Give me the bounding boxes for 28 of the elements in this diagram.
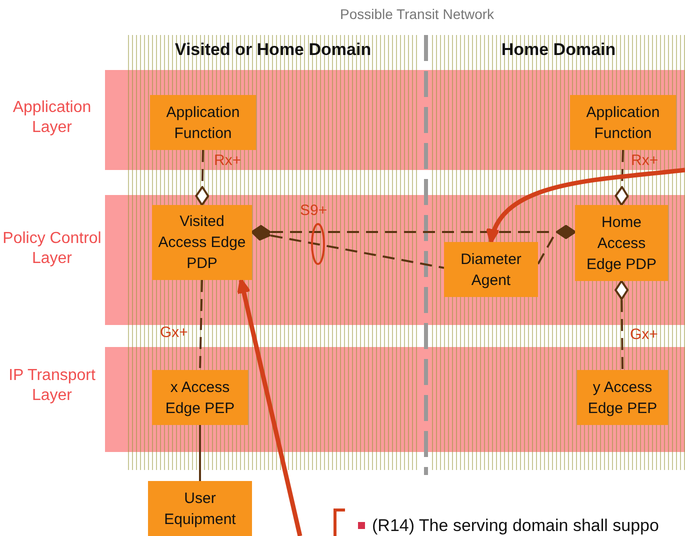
domain-heading: Home Domain bbox=[500, 40, 617, 60]
edge-label: Gx+ bbox=[160, 324, 188, 341]
arrow bbox=[237, 278, 302, 536]
entity-box: Visited Access Edge PDP bbox=[152, 205, 252, 280]
connector-line bbox=[614, 150, 629, 206]
entity-box: Application Function bbox=[570, 95, 676, 150]
layer-label: Policy Control Layer bbox=[2, 229, 102, 269]
arrow bbox=[488, 168, 685, 244]
layer-label: IP Transport Layer bbox=[8, 366, 96, 406]
edge-label: Rx+ bbox=[631, 152, 658, 169]
entity-box: Application Function bbox=[150, 95, 256, 150]
edge-label: Gx+ bbox=[630, 326, 658, 343]
transit-heading: Possible Transit Network bbox=[340, 6, 494, 22]
entity-box: Diameter Agent bbox=[444, 242, 538, 297]
connector-line bbox=[537, 225, 576, 264]
entity-box: y Access Edge PEP bbox=[577, 370, 668, 425]
domain-heading: Visited or Home Domain bbox=[174, 40, 372, 60]
entity-box: User Equipment bbox=[148, 481, 252, 536]
entity-box: x Access Edge PEP bbox=[152, 370, 248, 425]
edge-label: S9+ bbox=[300, 202, 328, 219]
edge-label: Rx+ bbox=[214, 152, 242, 169]
requirement-text: (R14) The serving domain shall suppo bbox=[372, 516, 659, 536]
connector-line bbox=[195, 150, 210, 206]
layer-label: Application Layer bbox=[12, 98, 92, 138]
entity-box: Home Access Edge PDP bbox=[575, 205, 668, 281]
connector-line bbox=[199, 425, 201, 481]
connector-line bbox=[614, 280, 629, 370]
connector-line bbox=[199, 280, 203, 370]
